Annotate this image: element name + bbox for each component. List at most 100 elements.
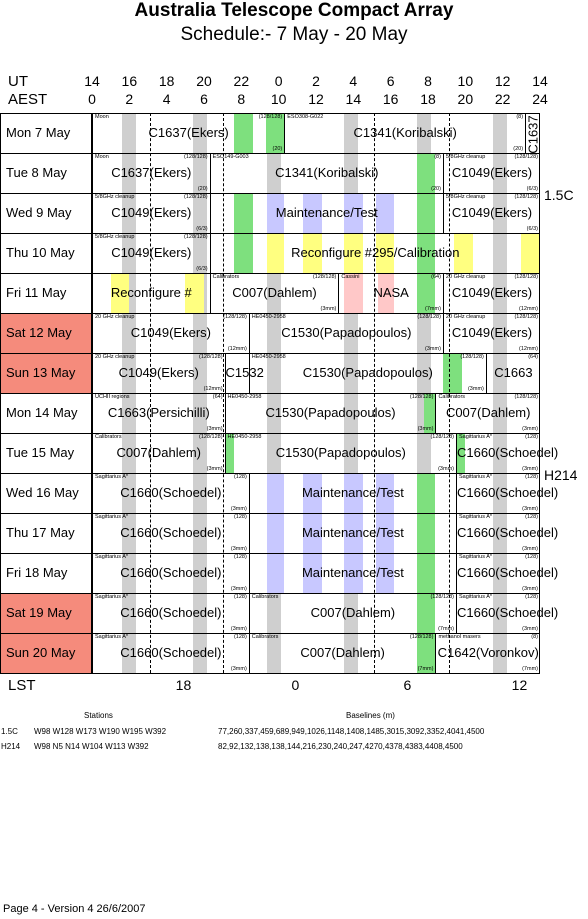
program-cell: Sagittarius A*(128)(3mm)C1660(Schoedel) [456, 593, 559, 633]
legend-stations-2: W98 N5 N14 W104 W113 W392 [34, 742, 149, 751]
row-line [0, 393, 540, 394]
program-name: C1660(Schoedel) [120, 605, 222, 620]
time-band [121, 553, 136, 593]
time-block [442, 353, 462, 393]
program-cell: (64)C1663 [485, 353, 540, 393]
program-note: 20 GHz cleanup [95, 354, 135, 360]
program-freq: (7mm) [417, 666, 434, 672]
aest-tick: 4 [162, 91, 171, 107]
day-label: Thu 10 May [0, 233, 92, 273]
time-block [456, 433, 466, 473]
program-note: ESO308-G022 [287, 114, 324, 120]
program-cell: 20 GHz cleanup(128/128)(12mm)C1049(Ekers… [442, 313, 540, 353]
program-note: Sagittarius A* [95, 554, 129, 560]
program-count: (128) [525, 474, 538, 480]
program-count: (128) [233, 554, 247, 560]
time-band [192, 233, 207, 273]
day-label: Fri 18 May [0, 553, 92, 593]
ut-tick: 16 [121, 73, 138, 89]
time-block [302, 553, 322, 593]
program-note: 5/8GHz cleanup [95, 194, 135, 200]
legend-stations-1: W98 W128 W173 W190 W195 W392 [34, 727, 167, 736]
grid-left-edge [0, 113, 1, 673]
time-block [416, 593, 436, 633]
time-band [267, 393, 282, 433]
legend-config-1: 1.5C [1, 727, 18, 736]
program-count: (128/128) [409, 394, 434, 400]
program-note: Calibrators [438, 394, 466, 400]
program-cell: Maintenance/Test [248, 553, 456, 593]
page-footer: Page 4 - Version 4 26/6/2007 [3, 903, 146, 915]
program-count: (128/128) [430, 594, 454, 600]
page-title: Australia Telescope Compact Array [134, 0, 454, 21]
time-block [344, 193, 363, 233]
program-note: HE0450-2958 [227, 394, 262, 400]
time-band [493, 393, 508, 433]
program-count: (128/128) [460, 354, 484, 360]
program-name: C007(Dahlem) [300, 645, 385, 660]
time-band [121, 113, 136, 153]
program-freq: (7mm) [438, 626, 454, 632]
program-count: (8) [531, 634, 538, 640]
program-cell: Calibrators(128/128)(3mm)C007(Dahlem) [209, 273, 339, 313]
time-block [110, 273, 130, 313]
program-name: C1049(Ekers) [451, 285, 533, 300]
program-cell: UCHII regions(64)(3mm)C1663(Persichilli) [92, 393, 225, 433]
time-band [121, 353, 136, 393]
program-freq: (20) [513, 146, 524, 152]
time-band [493, 113, 508, 153]
grid-right-edge [539, 113, 540, 673]
time-block [375, 553, 395, 593]
time-block [416, 273, 436, 313]
lst-label: LST [8, 677, 36, 694]
program-note: 5/8GHz cleanup [445, 194, 486, 200]
baselines-header: Baselines (m) [346, 711, 395, 720]
program-cell: Sagittarius A*(128)(3mm)C1660(Schoedel) [92, 553, 249, 593]
program-cell: methanol masers(8)(7mm)C1642(Voronkov) [435, 633, 540, 673]
row-line [0, 273, 540, 274]
program-count: (128/128) [184, 154, 208, 160]
time-block [344, 233, 363, 273]
aest-tick: 22 [494, 91, 511, 107]
config-label: H214 [544, 467, 578, 483]
day-label: Sun 13 May [0, 353, 92, 393]
program-count: (128/128) [417, 314, 441, 320]
row-line [0, 553, 540, 554]
program-cell: Maintenance/Test [248, 473, 456, 513]
program-note: methanol masers [438, 634, 481, 640]
row-line [0, 433, 540, 434]
program-name: C1341(Koribalski) [353, 125, 457, 140]
day-label: Thu 17 May [0, 513, 92, 553]
program-freq: (3mm) [522, 506, 538, 512]
program-name: Maintenance/Test [301, 525, 404, 540]
time-band [493, 153, 508, 193]
aest-tick: 2 [125, 91, 134, 107]
time-band [121, 153, 136, 193]
program-cell: Reconfigure # [92, 273, 210, 313]
time-block [375, 513, 395, 553]
program-note: Sagittarius A* [459, 514, 493, 520]
time-band [493, 273, 508, 313]
program-count: (64) [212, 394, 223, 400]
aest-tick: 18 [420, 91, 436, 107]
time-block [302, 193, 322, 233]
program-cell: 20 GHz cleanup(128/128)(12mm)C1049(Ekers… [442, 273, 540, 313]
program-freq: (12mm) [519, 346, 538, 352]
program-freq: (3mm) [522, 426, 538, 432]
program-cell: 20 GHz cleanup(128/128)(12mm)C1049(Ekers… [92, 353, 225, 393]
program-name: NASA [373, 285, 409, 300]
day-label: Fri 11 May [0, 273, 92, 313]
time-band [267, 593, 282, 633]
aest-tick: 16 [382, 91, 399, 107]
time-block [267, 513, 285, 553]
program-name: C1660(Schoedel) [457, 605, 559, 620]
time-block [344, 553, 363, 593]
program-cell: Moon(128/128)(20)C1637(Ekers) [92, 153, 210, 193]
program-count: (128/128) [514, 394, 538, 400]
time-band [493, 193, 508, 233]
time-block [302, 513, 322, 553]
program-cell: 5/8GHz cleanup(128/128)(6/3)C1049(Ekers) [442, 153, 540, 193]
program-count: (128/128) [312, 274, 337, 280]
program-name: Maintenance/Test [301, 565, 404, 580]
time-band [121, 473, 136, 513]
